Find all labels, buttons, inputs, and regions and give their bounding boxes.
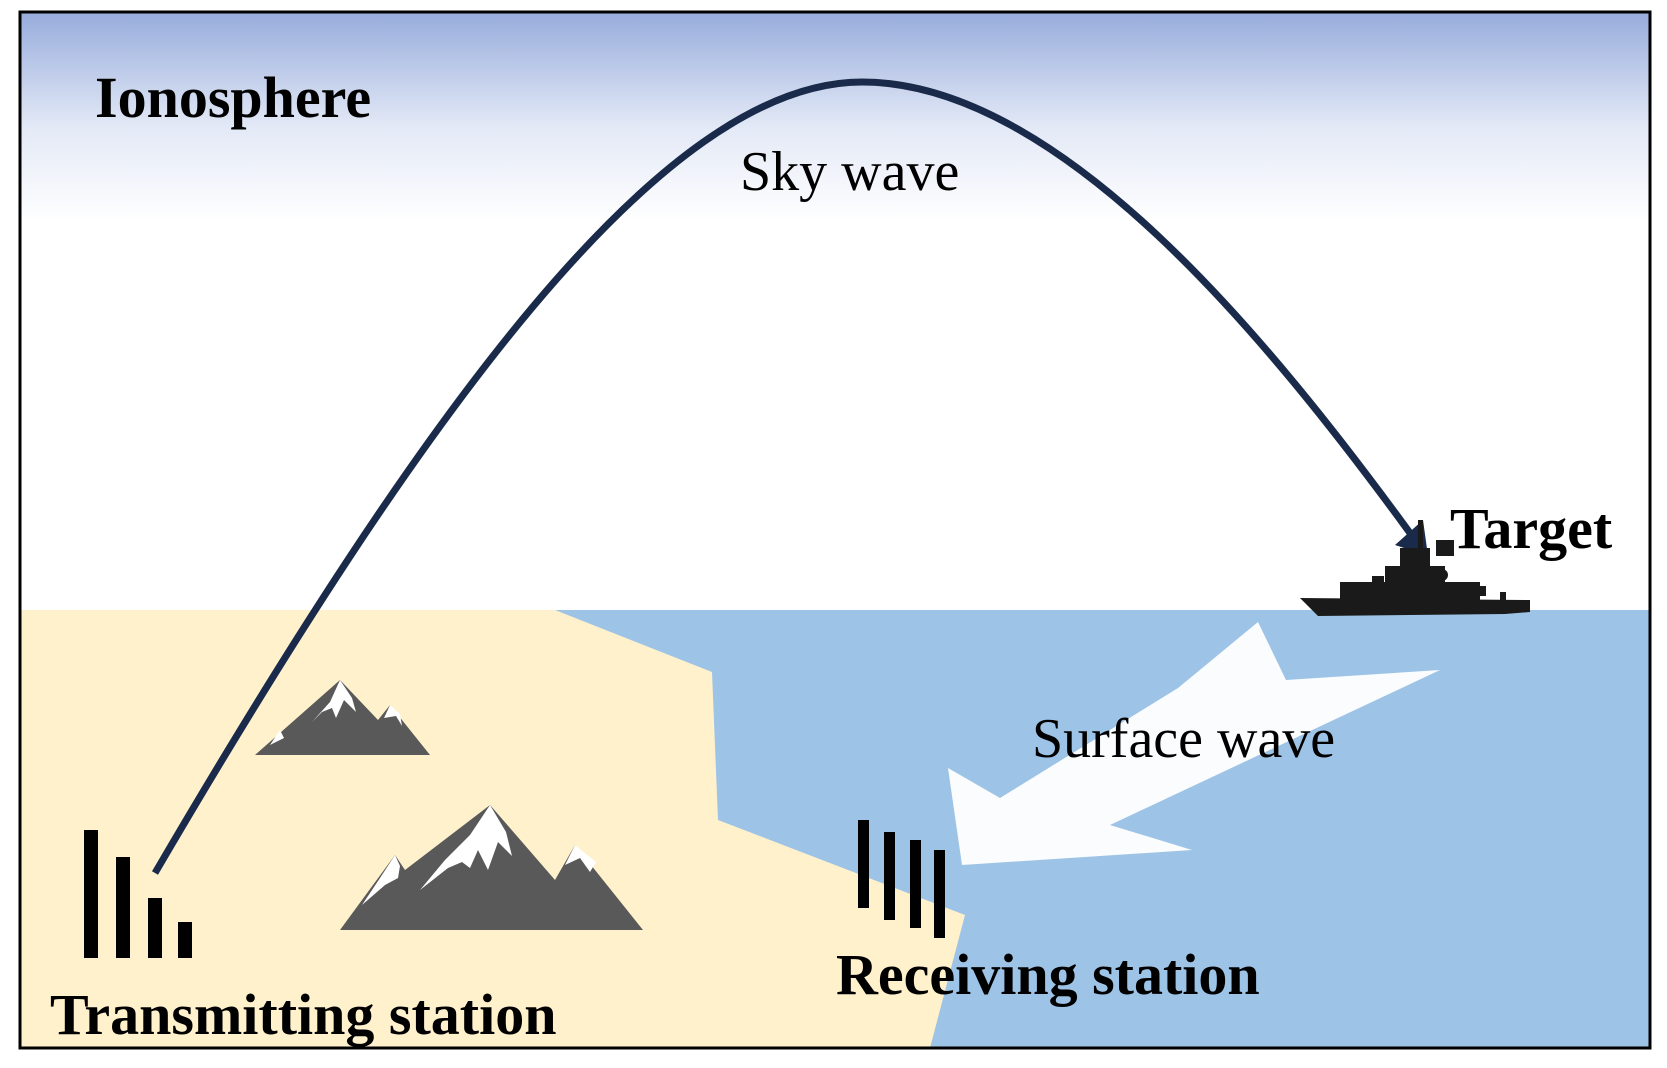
mountain-icon (255, 680, 430, 755)
mountain-icon (340, 805, 643, 930)
diagram-frame (18, 10, 1652, 1050)
surface-wave-label: Surface wave (1032, 708, 1335, 770)
receiving-antenna-icon (858, 820, 945, 938)
transmitting-station-label: Transmitting station (50, 982, 556, 1047)
sky-wave-label: Sky wave (740, 141, 959, 203)
receiving-station-label: Receiving station (836, 942, 1260, 1007)
target-label: Target (1450, 496, 1613, 561)
ionosphere-layer (20, 12, 1650, 222)
ship-icon (1300, 520, 1530, 616)
surface-wave-arrow (948, 622, 1440, 865)
sky-wave-path (151, 78, 1421, 875)
ionosphere-label: Ionosphere (95, 65, 371, 130)
transmitting-antenna-icon (84, 830, 192, 958)
